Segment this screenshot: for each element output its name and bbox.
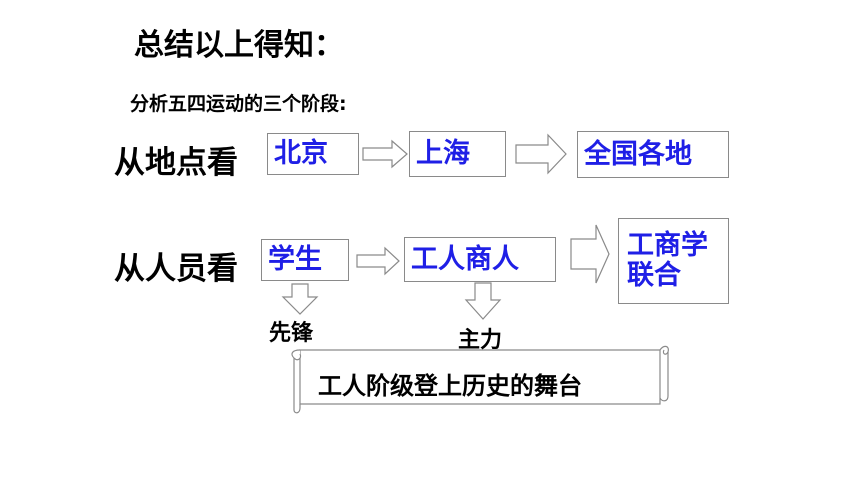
scroll-banner-icon [291, 345, 669, 414]
stage-nationwide: 全国各地 [577, 131, 729, 178]
arrow-down-icon [464, 282, 502, 320]
role-students: 先锋 [269, 321, 314, 346]
stage-workers-merchants: 工人商人 [404, 237, 556, 282]
arrow-right-icon [515, 133, 567, 175]
stage-students: 学生 [261, 239, 349, 281]
stage-shanghai: 上海 [409, 131, 506, 177]
row-label-place: 从地点看 [114, 145, 238, 181]
stage-united-front-text: 工商学联合 [627, 230, 708, 291]
arrow-right-icon [362, 139, 408, 169]
arrow-right-icon [356, 246, 400, 276]
stage-united-front: 工商学联合 [618, 218, 729, 304]
role-workers: 主力 [458, 328, 503, 353]
row-label-people: 从人员看 [114, 251, 238, 287]
banner-text: 工人阶级登上历史的舞台 [318, 372, 582, 400]
stage-beijing: 北京 [267, 133, 359, 175]
page-subtitle: 分析五四运动的三个阶段: [130, 93, 347, 115]
page-title: 总结以上得知： [134, 28, 344, 63]
arrow-down-icon [281, 283, 319, 315]
arrow-right-icon [570, 224, 610, 284]
